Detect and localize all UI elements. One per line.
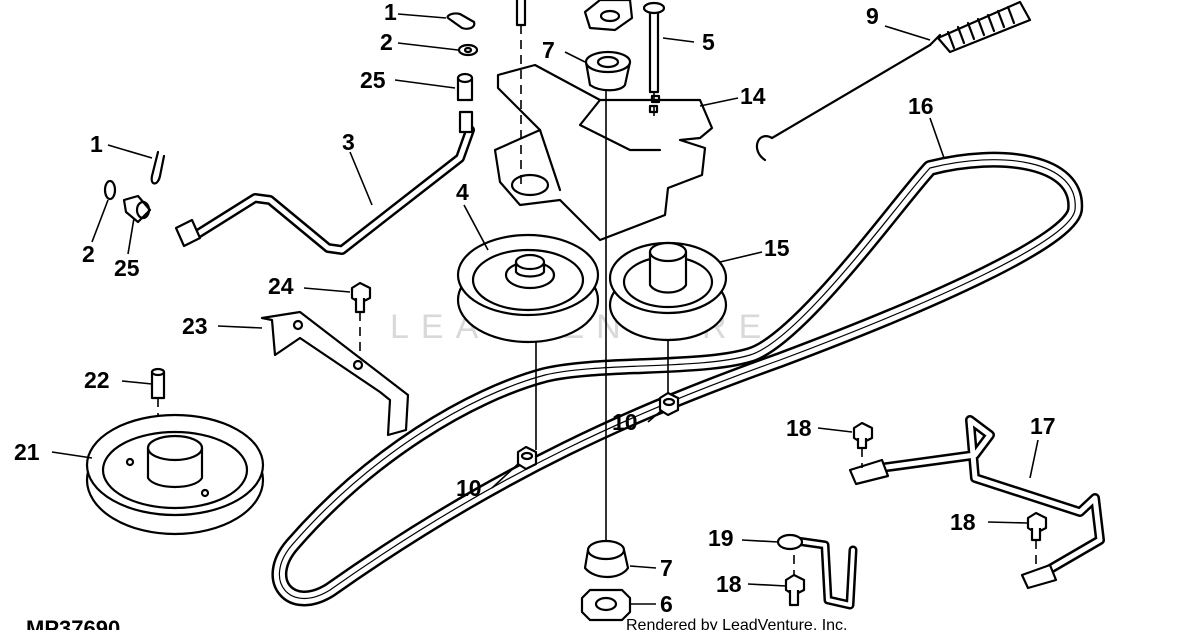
- callout-2: 2: [380, 29, 393, 55]
- callout-9: 9: [866, 3, 879, 29]
- bolt: [642, 1, 666, 94]
- hex-nut: [516, 445, 538, 471]
- cotter-pin: [150, 150, 166, 185]
- control-rod: [174, 125, 475, 255]
- render-credit: Rendered by LeadVenture, Inc.: [626, 617, 848, 630]
- callout-1: 1: [90, 131, 103, 157]
- callout-1: 1: [384, 0, 397, 25]
- bushing-upper: [584, 50, 632, 92]
- bolt: [350, 281, 372, 314]
- callout-23: 23: [182, 313, 208, 339]
- callout-7: 7: [542, 37, 555, 63]
- callout-6: 6: [660, 591, 673, 617]
- callout-18: 18: [950, 509, 976, 535]
- callouts: 1 2 25 7 5 9 14 16 1 3 2 25 4 15 24 23 2…: [14, 0, 1056, 617]
- pin: [456, 72, 474, 134]
- idler-pulley: [608, 241, 728, 342]
- callout-22: 22: [84, 367, 110, 393]
- callout-5: 5: [702, 29, 715, 55]
- idler-bracket: [493, 63, 714, 242]
- diagram-id: MP37690: [26, 616, 120, 630]
- leader-lines: [51, 13, 1039, 605]
- hex-nut: [658, 391, 680, 417]
- shaft: [515, 0, 527, 27]
- callout-10: 10: [456, 475, 482, 501]
- callout-2: 2: [82, 241, 95, 267]
- pulley: [456, 233, 600, 344]
- callout-4: 4: [456, 179, 469, 205]
- clip-upper: [583, 0, 634, 32]
- bolt: [852, 421, 874, 450]
- pin: [122, 194, 152, 224]
- callout-24: 24: [268, 273, 294, 299]
- callout-14: 14: [740, 83, 766, 109]
- shift-rod: [848, 415, 1105, 590]
- bushing-lower: [583, 539, 630, 579]
- washer: [103, 179, 117, 201]
- bolt: [784, 573, 806, 607]
- callout-7: 7: [660, 555, 673, 581]
- belt-guide: [260, 310, 410, 437]
- callout-25: 25: [360, 67, 386, 93]
- callout-25: 25: [114, 255, 140, 281]
- flange-nut: [580, 588, 632, 622]
- bolt: [1026, 511, 1048, 542]
- washer: [457, 43, 479, 57]
- callout-16: 16: [908, 93, 934, 119]
- link-rod: [776, 533, 858, 610]
- callout-18: 18: [786, 415, 812, 441]
- callout-19: 19: [708, 525, 734, 551]
- cotter-pin: [446, 12, 476, 30]
- callout-15: 15: [764, 235, 790, 261]
- callout-17: 17: [1030, 413, 1056, 439]
- key: [150, 367, 166, 400]
- callout-21: 21: [14, 439, 40, 465]
- drive-pulley: [85, 413, 265, 536]
- drive-belt: [271, 151, 1084, 607]
- callout-3: 3: [342, 129, 355, 155]
- tension-spring: [755, 0, 1032, 162]
- callout-10: 10: [612, 409, 638, 435]
- callout-18: 18: [716, 571, 742, 597]
